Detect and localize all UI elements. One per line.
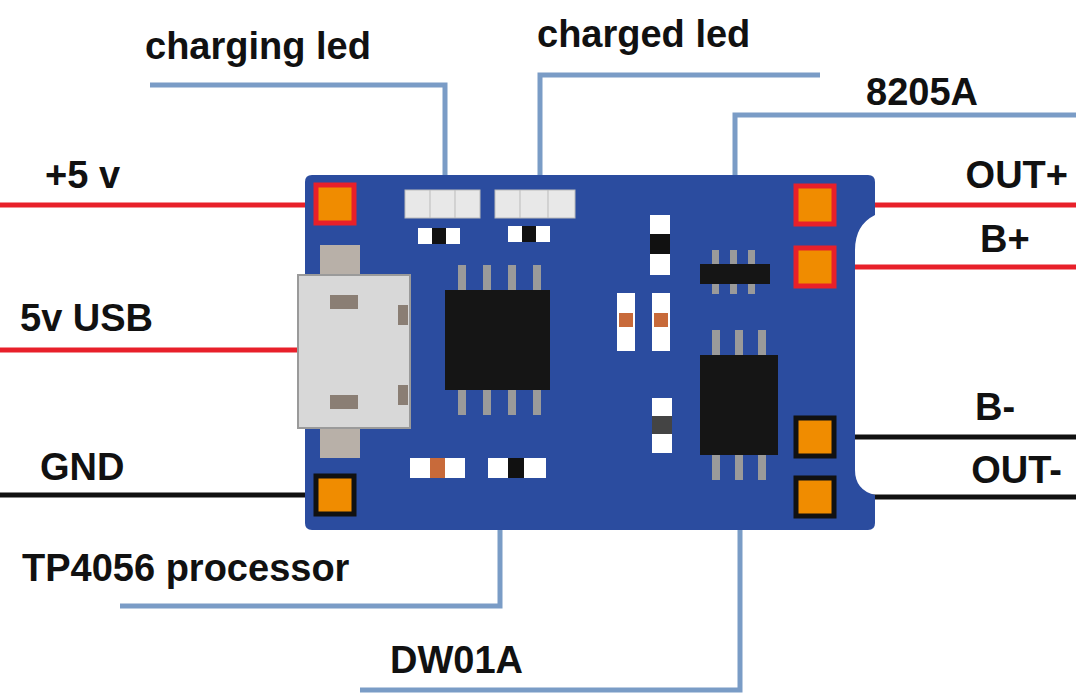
leader-line (540, 75, 820, 175)
usb-tab (330, 395, 358, 409)
capacitor-body (652, 416, 672, 434)
solder-pad (316, 476, 354, 514)
resistor-body (619, 313, 633, 327)
pin-label: OUT- (971, 450, 1062, 490)
solder-pad (796, 248, 834, 286)
usb-connector (298, 275, 410, 428)
capacitor (650, 215, 670, 275)
pin-label: 5v USB (20, 298, 153, 338)
red-wire (835, 265, 1076, 270)
resistor (410, 458, 465, 478)
pin-label: +5 v (45, 155, 120, 195)
red-wire (0, 203, 320, 208)
pin-label: B- (975, 387, 1015, 427)
pin-label: B+ (980, 219, 1030, 259)
solder-pad (796, 186, 834, 224)
mosfet-chip (700, 264, 770, 284)
pin-label: OUT+ (966, 155, 1068, 195)
solder-pad (316, 185, 354, 223)
solder-pad (796, 478, 834, 516)
led-divider (520, 190, 521, 218)
black-wire (835, 435, 1076, 440)
part-label: 8205A (866, 72, 978, 112)
led-label: charged led (537, 14, 750, 54)
red-wire (0, 348, 300, 353)
ic-chip (700, 355, 778, 455)
led-label: charging led (145, 26, 371, 66)
resistor (418, 228, 460, 244)
usb-metal (320, 245, 360, 275)
led (405, 190, 480, 218)
led-divider (548, 190, 549, 218)
resistor (508, 226, 550, 242)
resistor-body (508, 458, 524, 478)
led-divider (455, 190, 456, 218)
usb-tab (398, 385, 408, 405)
resistor (488, 458, 546, 478)
capacitor (652, 398, 672, 453)
leader-line (150, 85, 445, 175)
usb-metal (320, 428, 360, 458)
part-label: TP4056 processor (22, 548, 349, 588)
usb-tab (330, 295, 358, 309)
resistor-body (654, 313, 668, 327)
led (495, 190, 575, 218)
pin-label: GND (40, 447, 124, 487)
led-divider (430, 190, 431, 218)
capacitor-body (650, 234, 670, 254)
solder-pad (796, 418, 834, 456)
resistor-body (432, 228, 446, 244)
resistor-body (522, 226, 536, 242)
resistor (652, 293, 670, 351)
ic-chip (445, 290, 550, 390)
usb-tab (398, 305, 408, 325)
resistor (617, 293, 635, 351)
black-wire (0, 493, 320, 498)
resistor-body (430, 458, 445, 478)
part-label: DW01A (390, 640, 523, 680)
